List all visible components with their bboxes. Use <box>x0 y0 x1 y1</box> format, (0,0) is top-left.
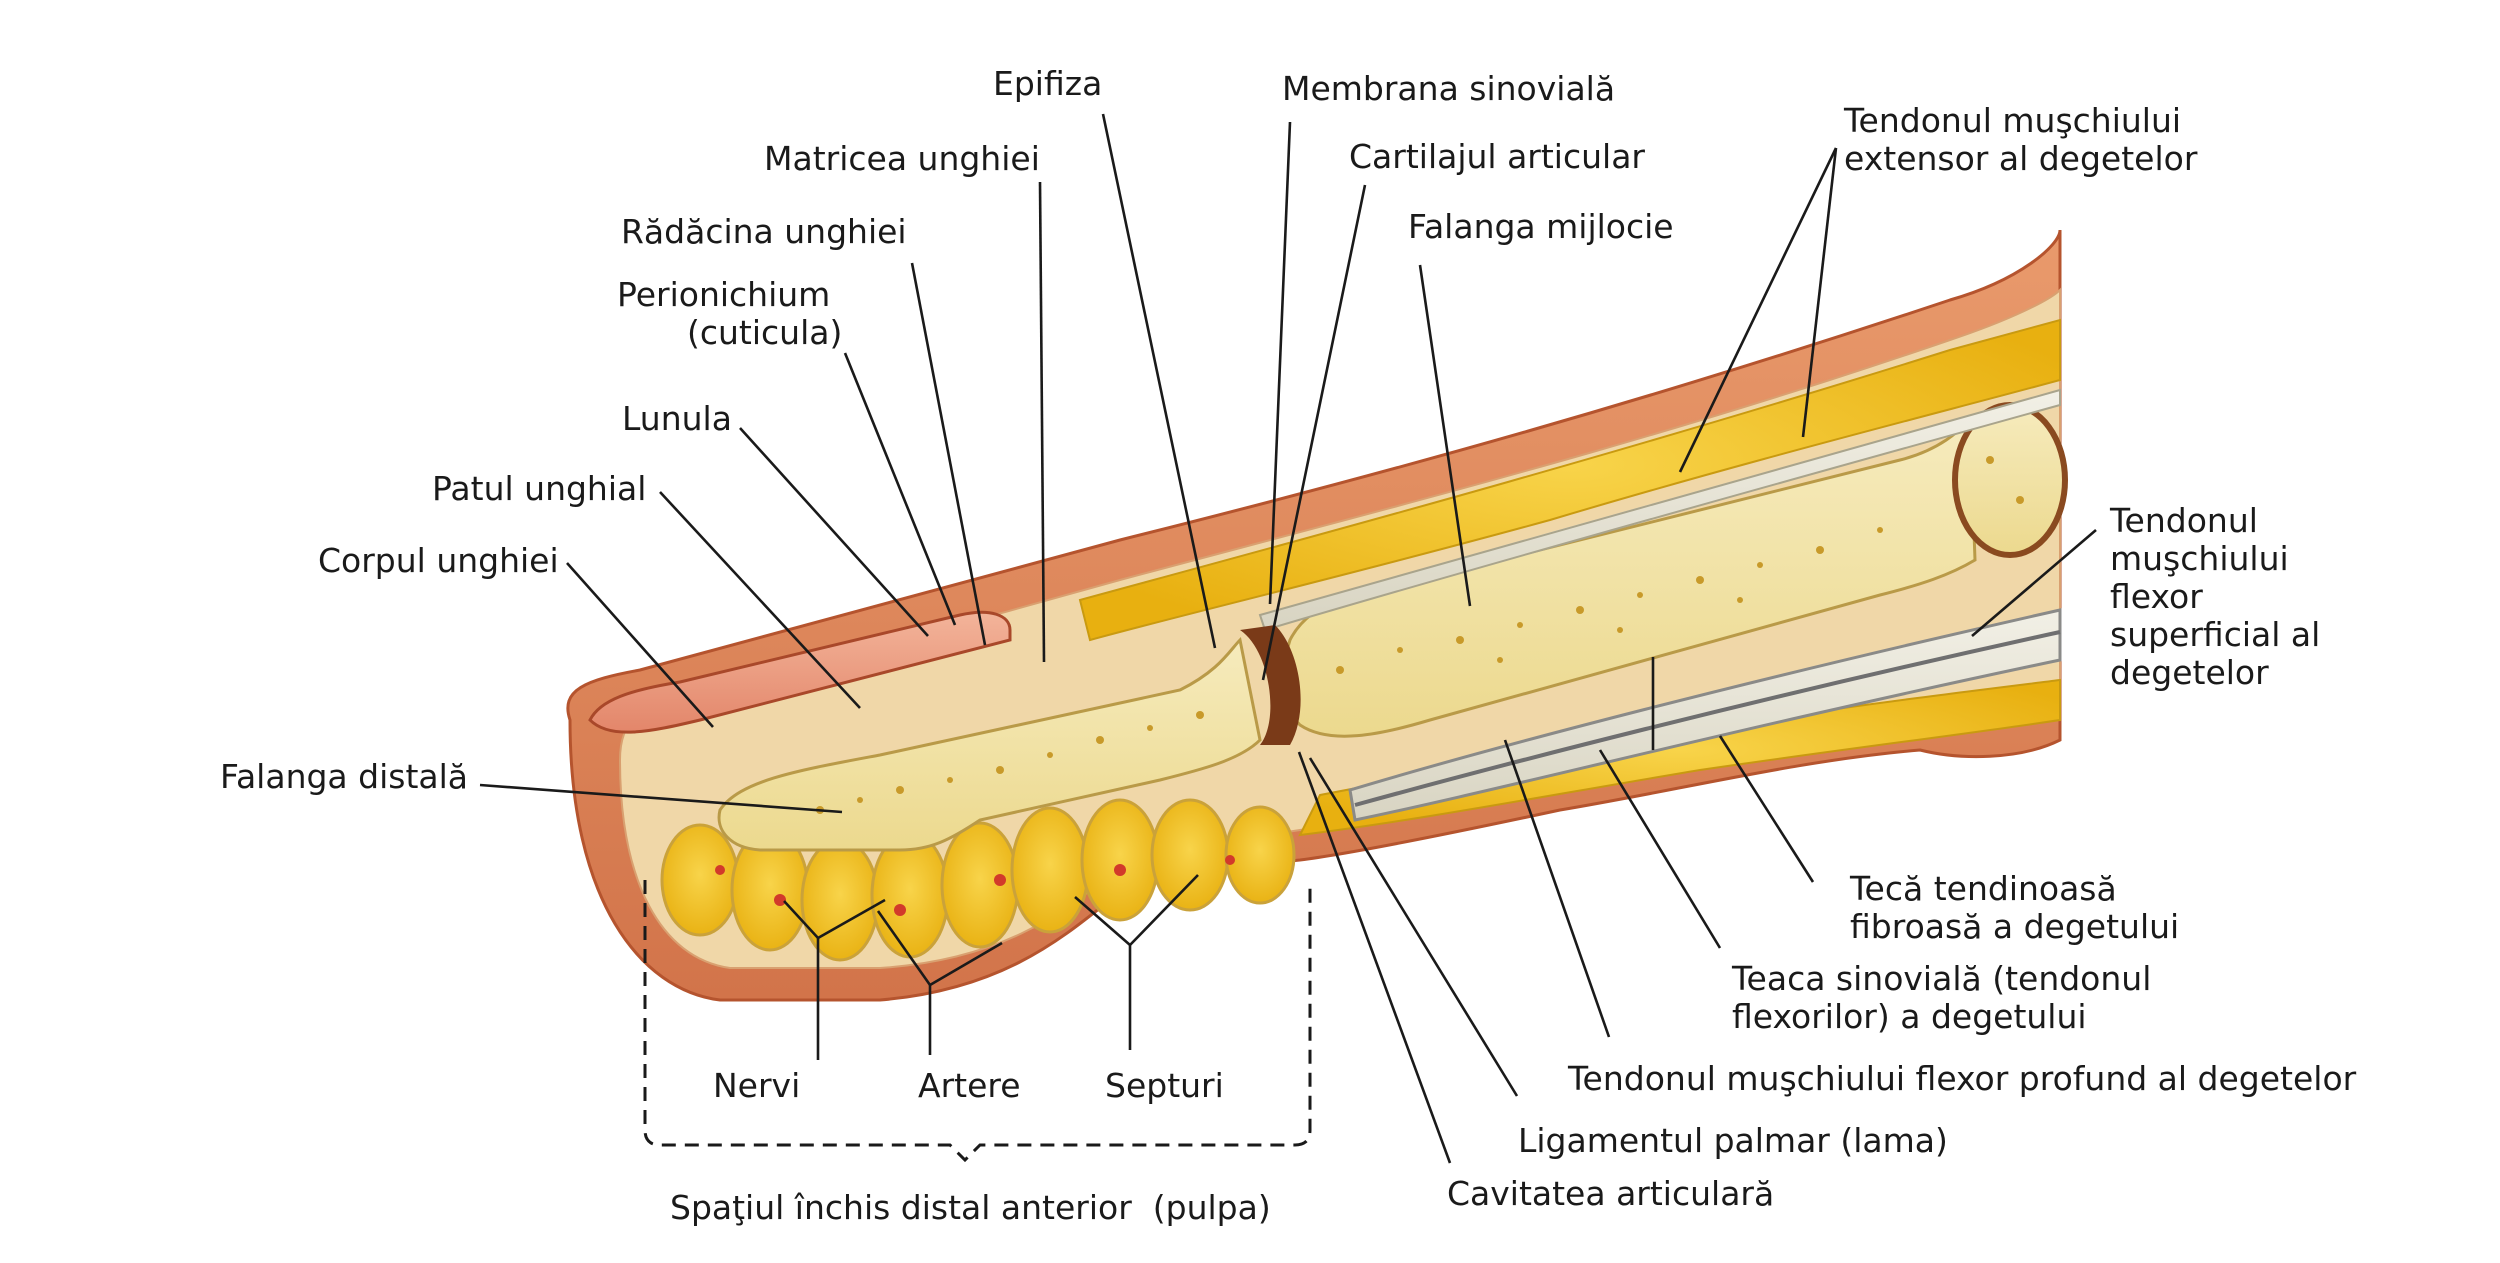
label-teaca-fibroasa-1: Tecă tendinoasă <box>1849 869 2117 908</box>
label-cartilajul-articular: Cartilajul articular <box>1349 137 1645 176</box>
label-radacina-unghiei: Rădăcina unghiei <box>621 212 907 251</box>
bone-trabeculae <box>816 456 2024 814</box>
label-artere: Artere <box>918 1066 1021 1105</box>
extensor-tendon <box>1258 388 2061 632</box>
label-lunula: Lunula <box>622 399 732 438</box>
label-teaca-sinoviala-1: Teaca sinovială (tendonul <box>1731 959 2151 998</box>
label-flexor-sup-3: flexor <box>2110 577 2203 616</box>
label-flexor-sup-4: superficial al <box>2110 615 2320 654</box>
labels: Epifiza Membrana sinovială Matricea ungh… <box>220 64 2357 1227</box>
label-membrana-sinoviala: Membrana sinovială <box>1282 69 1615 108</box>
label-flexor-profund: Tendonul muşchiului flexor profund al de… <box>1567 1059 2357 1098</box>
label-perionichium-1: Perionichium <box>617 275 830 314</box>
label-nervi: Nervi <box>713 1066 800 1105</box>
leader-lines <box>479 113 2097 1164</box>
label-cavitatea-articulara: Cavitatea articulară <box>1447 1174 1774 1213</box>
label-patul-unghial: Patul unghial <box>432 469 646 508</box>
pulp-bracket <box>643 880 1312 1163</box>
label-corpul-unghiei: Corpul unghiei <box>318 541 559 580</box>
label-falanga-distala: Falanga distală <box>220 757 468 796</box>
label-falanga-mijlocie: Falanga mijlocie <box>1408 207 1674 246</box>
label-flexor-sup-5: degetelor <box>2110 653 2269 692</box>
label-teaca-fibroasa-2: fibroasă a degetului <box>1850 907 2179 946</box>
label-perionichium-2: (cuticula) <box>687 313 842 352</box>
label-septuri: Septuri <box>1105 1066 1224 1105</box>
finger-illustration <box>566 229 2068 1002</box>
dorsal-fat <box>1078 318 2061 642</box>
label-tendon-extensor-1: Tendonul muşchiului <box>1843 101 2181 140</box>
label-tendon-extensor-2: extensor al degetelor <box>1844 139 2198 178</box>
label-flexor-sup-1: Tendonul <box>2109 501 2258 540</box>
label-matricea-unghiei: Matricea unghiei <box>764 139 1040 178</box>
label-ligament-palmar: Ligamentul palmar (lama) <box>1518 1121 1948 1160</box>
flexor-sheath-line <box>1354 630 2061 807</box>
joint-cartilage <box>1240 625 1301 745</box>
label-flexor-sup-2: muşchiului <box>2110 539 2289 578</box>
label-spatiul-inchis: Spaţiul închis distal anterior (pulpa) <box>670 1188 1271 1227</box>
pulp-fat-lobules <box>660 798 1296 962</box>
distal-phalanx <box>717 636 1262 852</box>
nail-plate <box>588 610 1012 734</box>
label-epifiza: Epifiza <box>993 64 1102 103</box>
label-teaca-sinoviala-2: flexorilor) a degetului <box>1732 997 2087 1036</box>
